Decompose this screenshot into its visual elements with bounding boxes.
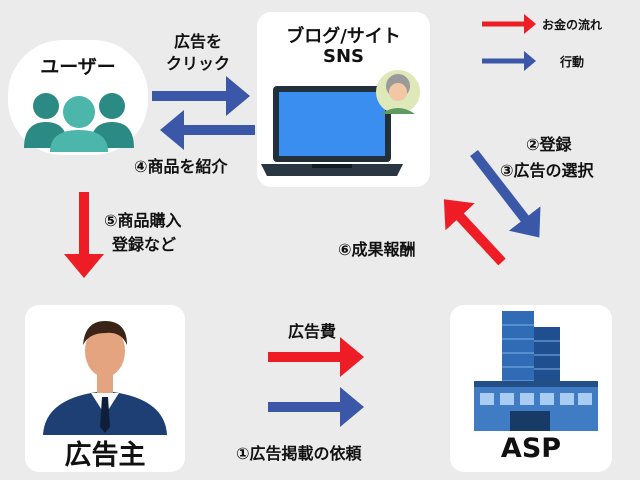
user-node: ユーザー bbox=[8, 40, 148, 155]
flow-register-line1: ②登録 bbox=[526, 135, 572, 154]
flow-request: ①広告掲載の依頼 bbox=[236, 444, 362, 463]
person-avatar-icon bbox=[376, 70, 420, 114]
advertiser-node: 広告主 bbox=[25, 305, 185, 472]
blog-label-line1: ブログ/サイト bbox=[286, 26, 401, 47]
businessman-icon bbox=[43, 321, 167, 435]
users-group-icon bbox=[24, 93, 134, 152]
flow-purchase-line2: 登録など bbox=[112, 235, 177, 254]
flow-register-line2: ③広告の選択 bbox=[500, 161, 594, 180]
blog-label-line2: SNS bbox=[323, 46, 364, 67]
arrow-reward bbox=[443, 199, 506, 266]
flow-purchase-line1: ⑤商品購入 bbox=[104, 211, 182, 230]
advertiser-label: 広告主 bbox=[64, 440, 146, 471]
flow-click-ad-line1: 広告を bbox=[173, 32, 222, 51]
legend-action-label: 行動 bbox=[560, 55, 585, 69]
flow-click-ad-line2: クリック bbox=[165, 54, 230, 73]
laptop-icon bbox=[261, 86, 403, 176]
office-building-icon bbox=[474, 311, 598, 431]
legend-money-label: お金の流れ bbox=[542, 18, 603, 32]
asp-label: ASP bbox=[500, 433, 562, 464]
flow-ad-fee: 広告費 bbox=[287, 322, 336, 341]
flow-introduce: ④商品を紹介 bbox=[134, 157, 228, 176]
arrow-register bbox=[470, 149, 541, 238]
blog-node: ブログ/サイト SNS bbox=[257, 12, 430, 187]
user-label: ユーザー bbox=[40, 56, 116, 78]
asp-node: ASP bbox=[450, 305, 612, 472]
flow-reward: ⑥成果報酬 bbox=[338, 240, 416, 259]
